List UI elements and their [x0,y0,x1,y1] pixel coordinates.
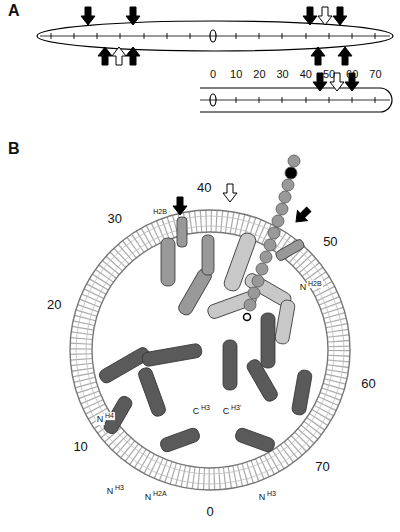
scale-number: 30 [276,68,288,80]
tail-label: C [192,407,201,417]
position-number: 40 [197,181,211,195]
dna-hairpin [200,88,392,112]
scale-number: 60 [346,68,358,80]
scale-number: 0 [210,68,216,80]
scale-number: 40 [300,68,312,80]
tail-label: N [144,493,153,503]
histone-helices [97,217,312,453]
tail-label: C [222,407,231,417]
bead-chain [244,155,301,321]
position-number: 10 [73,440,87,454]
position-number: 20 [47,298,61,312]
tail-superscript: H3' [230,404,242,412]
tail-label: N [106,487,115,497]
position-number: 70 [315,459,329,473]
tail-superscript: H4 [104,412,115,420]
scale-number: 70 [369,68,381,80]
tail-label: N [96,415,105,425]
panel-label: B [8,140,20,158]
cut-arrows [173,184,314,227]
tail-superscript: H3 [200,404,211,412]
tail-superscript: H2A [152,490,168,498]
position-number: 30 [108,212,122,226]
tail-superscript: H3 [266,490,277,498]
position-number: 50 [323,234,337,248]
panel-label: A [8,2,20,20]
position-number: 60 [361,377,375,391]
tail-superscript: H3 [114,484,125,492]
scale-number: 10 [230,68,242,80]
tail-label: N [299,283,308,293]
tail-label: N [258,493,267,503]
position-number: 0 [206,505,213,519]
dna-loop [37,21,393,51]
scale-number: 50 [323,68,335,80]
tail-superscript: H2B [307,280,323,288]
scale-number: 20 [253,68,265,80]
cut-arrows [81,7,352,65]
dna-superhelix [70,210,350,490]
tail-superscript: H2B [152,208,168,216]
